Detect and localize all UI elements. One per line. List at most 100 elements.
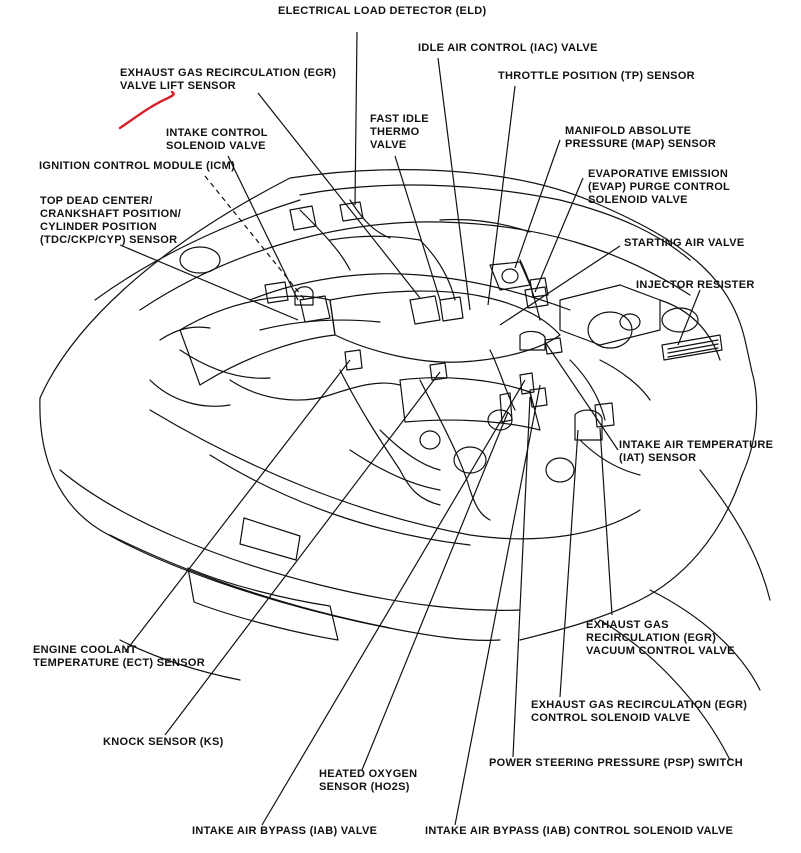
leader-icm xyxy=(204,175,306,301)
hose-5 xyxy=(419,239,456,301)
icm-box xyxy=(289,205,317,231)
label-tdc-ckp-cyp-sensor: TOP DEAD CENTER/ CRANKSHAFT POSITION/ CY… xyxy=(40,195,181,247)
leader-starting-air xyxy=(499,245,621,326)
label-egr-vacuum-line-1: EXHAUST GAS xyxy=(586,619,669,631)
label-iat-line-1: INTAKE AIR TEMPERATURE xyxy=(619,439,774,451)
fast-idle-valve-body xyxy=(409,295,441,325)
egr-control-solenoid-body xyxy=(574,409,603,441)
iat-sensor-body xyxy=(544,337,563,355)
label-iat-sensor: INTAKE AIR TEMPERATURE (IAT) SENSOR xyxy=(619,439,773,465)
valve-cover-right xyxy=(399,377,541,431)
tdc-sensor-body xyxy=(264,281,289,304)
hose-4 xyxy=(299,209,351,271)
throttle-bore xyxy=(501,268,519,284)
label-intake-control-line-1: INTAKE CONTROL xyxy=(166,127,268,139)
label-psp-line-1: POWER STEERING PRESSURE (PSP) SWITCH xyxy=(489,757,744,769)
label-iat-line-2: (IAT) SENSOR xyxy=(619,452,697,464)
intake-control-solenoid xyxy=(299,295,331,323)
pulley-4 xyxy=(545,457,575,483)
label-ks-line-1: KNOCK SENSOR (KS) xyxy=(103,736,224,748)
label-ho2s-line-2: SENSOR (HO2S) xyxy=(319,781,410,793)
starting-air-valve-body xyxy=(519,330,546,351)
hose-2 xyxy=(179,349,271,379)
leader-egr-solenoid xyxy=(559,429,579,698)
grille-opening xyxy=(187,567,339,641)
label-map-line-1: MANIFOLD ABSOLUTE xyxy=(565,125,692,137)
label-tdc-line-4: (TDC/CKP/CYP) SENSOR xyxy=(40,234,178,246)
label-tdc-line-3: CYLINDER POSITION xyxy=(40,221,157,233)
label-iab-valve: INTAKE AIR BYPASS (IAB) VALVE xyxy=(192,825,377,838)
label-iab-solenoid-line-1: INTAKE AIR BYPASS (IAB) CONTROL SOLENOID… xyxy=(425,825,734,837)
label-intake-control-line-2: SOLENOID VALVE xyxy=(166,140,266,152)
leader-iac xyxy=(437,57,471,311)
label-icm-line-1: IGNITION CONTROL MODULE (ICM) xyxy=(39,160,236,172)
detail-left-1 xyxy=(149,379,231,407)
strut-top-right xyxy=(661,307,699,333)
leader-ho2s xyxy=(361,411,509,771)
detail-left-2 xyxy=(159,326,211,341)
eld-box xyxy=(339,201,364,222)
label-ect-line-1: ENGINE COOLANT xyxy=(33,644,137,656)
iac-valve-body xyxy=(439,296,464,322)
leader-tp xyxy=(487,85,516,306)
label-tdc-line-2: CRANKSHAFT POSITION/ xyxy=(40,208,182,220)
leader-ks xyxy=(164,371,441,736)
label-starting-air-line-1: STARTING AIR VALVE xyxy=(624,237,745,249)
iab-valve-body xyxy=(519,372,535,395)
label-map-line-2: PRESSURE (MAP) SENSOR xyxy=(565,138,717,150)
bay-front xyxy=(209,454,471,546)
label-iab-line-1: INTAKE AIR BYPASS (IAB) VALVE xyxy=(192,825,378,837)
car-body-outline xyxy=(39,169,758,476)
label-egr-lift-line-1: EXHAUST GAS RECIRCULATION (EGR) xyxy=(120,67,337,79)
detail-right-2 xyxy=(579,439,641,476)
label-fast-idle-line-1: FAST IDLE xyxy=(370,113,429,125)
label-egr-solenoid-line-1: EXHAUST GAS RECIRCULATION (EGR) xyxy=(531,699,748,711)
label-map-sensor: MANIFOLD ABSOLUTE PRESSURE (MAP) SENSOR xyxy=(565,125,716,151)
wire-harness-2 xyxy=(259,319,381,331)
label-evap-line-2: (EVAP) PURGE CONTROL xyxy=(588,181,731,193)
label-iac-line-1: IDLE AIR CONTROL (IAC) VALVE xyxy=(418,42,598,54)
label-tp-sensor: THROTTLE POSITION (TP) SENSOR xyxy=(498,70,695,83)
red-annotation-mark xyxy=(118,90,175,130)
leader-fast-idle xyxy=(394,155,441,301)
detail-center-2 xyxy=(349,449,441,491)
hose-3 xyxy=(349,199,391,239)
bumper-lower xyxy=(109,534,391,629)
pulley-3 xyxy=(419,430,441,450)
label-ho2s-line-1: HEATED OXYGEN xyxy=(319,768,418,780)
leader-egr-vacuum xyxy=(599,427,613,616)
headlamp-left xyxy=(239,517,301,561)
wire-harness xyxy=(249,273,571,311)
detail-top-2 xyxy=(439,218,531,233)
egr-vacuum-valve-body xyxy=(594,402,615,428)
injector-resister-body xyxy=(661,334,723,361)
label-ect-sensor: ENGINE COOLANT TEMPERATURE (ECT) SENSOR xyxy=(33,644,205,670)
label-injector-resister-line-1: INJECTOR RESISTER xyxy=(636,279,755,291)
leader-ect xyxy=(124,359,351,653)
leader-evap xyxy=(534,177,584,293)
label-fast-idle-line-2: THERMO xyxy=(370,126,420,138)
label-fast-idle-line-3: VALVE xyxy=(370,139,407,151)
injector-resister-fins xyxy=(667,339,719,358)
label-fast-idle-thermo-valve: FAST IDLE THERMO VALVE xyxy=(370,113,429,152)
ect-sensor-body xyxy=(344,349,363,371)
fender-right-2 xyxy=(699,469,771,601)
label-ho2s: HEATED OXYGEN SENSOR (HO2S) xyxy=(319,768,417,794)
label-egr-control-solenoid-valve: EXHAUST GAS RECIRCULATION (EGR) CONTROL … xyxy=(531,699,747,725)
leader-egr-lift xyxy=(257,92,421,299)
leader-psp xyxy=(512,396,531,758)
body-crease xyxy=(94,199,301,301)
label-evap-line-3: SOLENOID VALVE xyxy=(588,194,688,206)
label-eld-line-1: ELECTRICAL LOAD DETECTOR (ELD) xyxy=(278,5,487,17)
detail-center-1 xyxy=(379,429,441,471)
engine-front xyxy=(339,369,441,506)
label-egr-vacuum-line-3: VACUUM CONTROL VALVE xyxy=(586,645,735,657)
pulley-2 xyxy=(487,409,513,431)
label-starting-air-valve: STARTING AIR VALVE xyxy=(624,237,745,250)
valve-cover-left xyxy=(179,295,336,386)
psp-switch-body xyxy=(529,387,548,408)
throttle-body xyxy=(489,261,531,291)
detail-right-1 xyxy=(599,359,651,401)
